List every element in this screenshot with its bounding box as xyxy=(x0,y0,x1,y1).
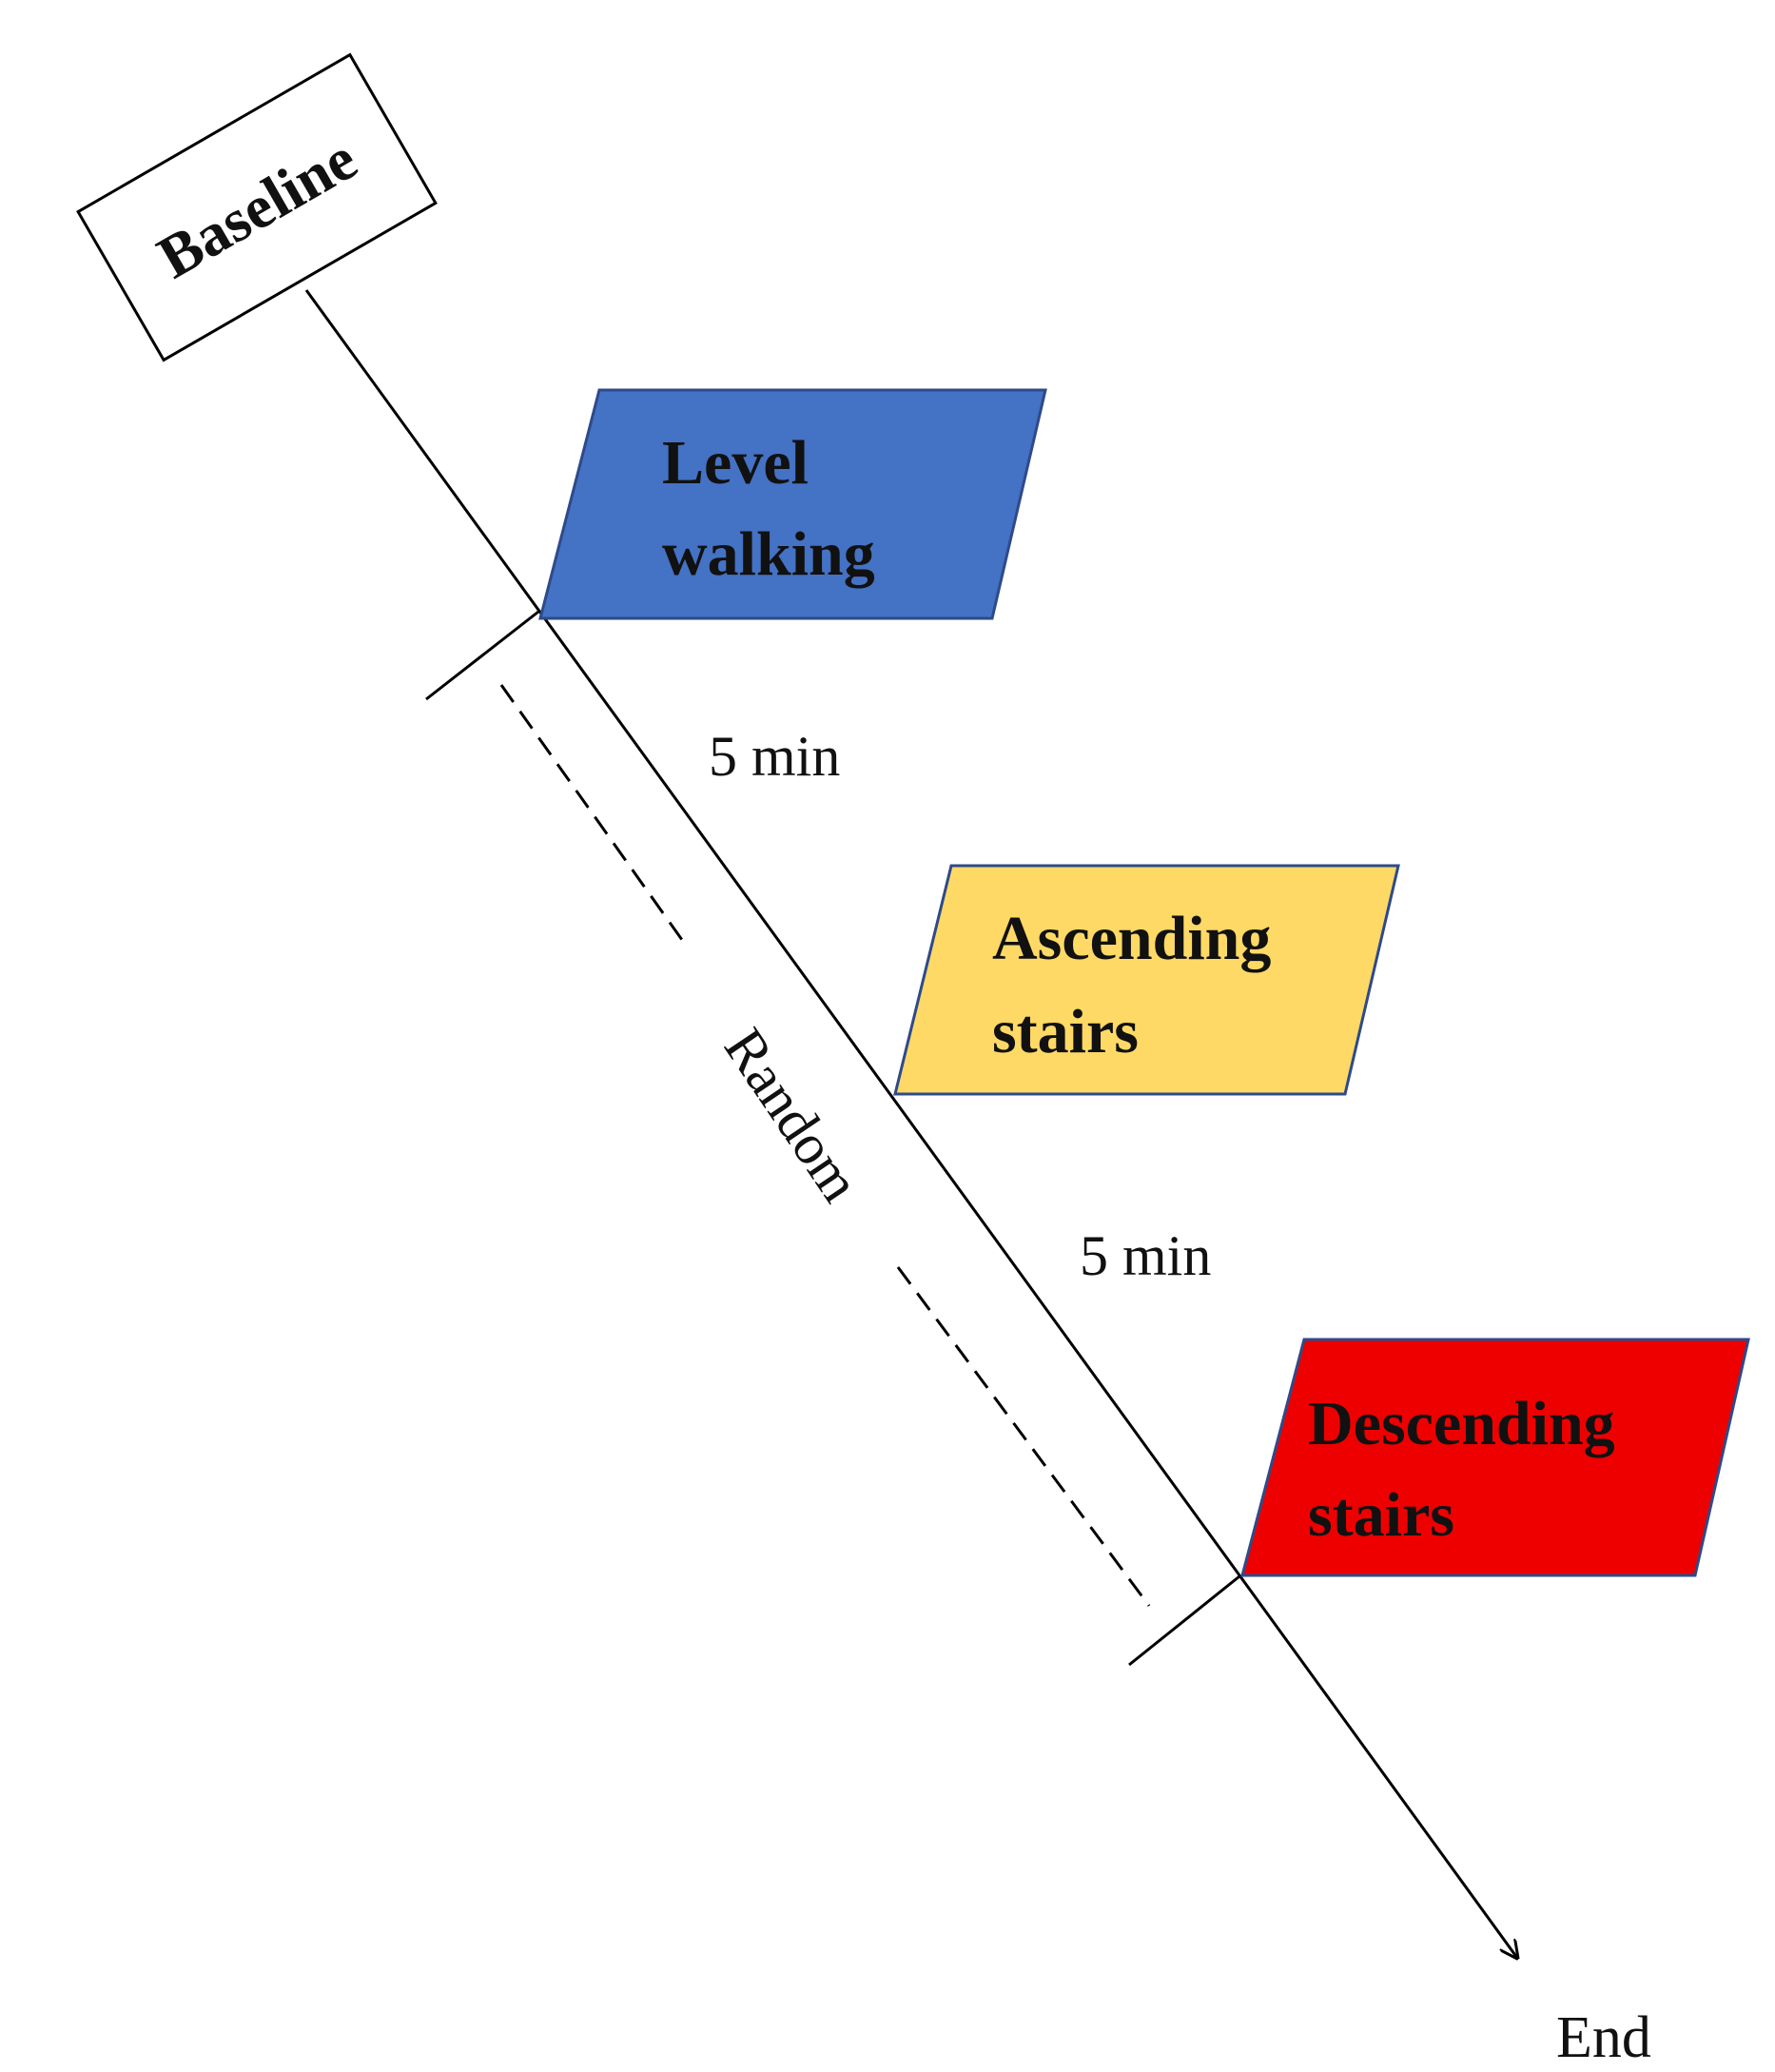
random-label: Random xyxy=(712,1017,872,1212)
ascending-stairs-line1: Ascending xyxy=(992,904,1271,973)
random-dashed-line-upper xyxy=(499,684,689,948)
level-walking-line1: Level xyxy=(662,428,809,498)
ascending-stairs-line2: stairs xyxy=(992,997,1139,1066)
step-descending-stairs: Descending stairs xyxy=(1240,1338,1750,1577)
descending-stairs-parallelogram xyxy=(1240,1338,1750,1577)
level-walking-line2: walking xyxy=(662,519,875,589)
step-ascending-stairs: Ascending stairs xyxy=(893,864,1400,1096)
descending-stairs-line2: stairs xyxy=(1308,1480,1454,1550)
level-walking-parallelogram xyxy=(538,388,1047,620)
start-tick xyxy=(425,610,539,701)
baseline-box-frame xyxy=(76,52,438,362)
interval-label-2: 5 min xyxy=(1080,1224,1211,1287)
step-level-walking: Level walking xyxy=(538,388,1047,620)
interval-label-1: 5 min xyxy=(709,725,840,788)
baseline-box: Baseline xyxy=(76,52,438,362)
end-label: End xyxy=(1556,2005,1651,2070)
end-tick xyxy=(1128,1574,1240,1667)
random-dashed-line-lower xyxy=(896,1266,1151,1607)
ascending-stairs-parallelogram xyxy=(893,864,1400,1096)
timeline-arrow xyxy=(304,289,1517,1958)
descending-stairs-line1: Descending xyxy=(1308,1389,1615,1458)
